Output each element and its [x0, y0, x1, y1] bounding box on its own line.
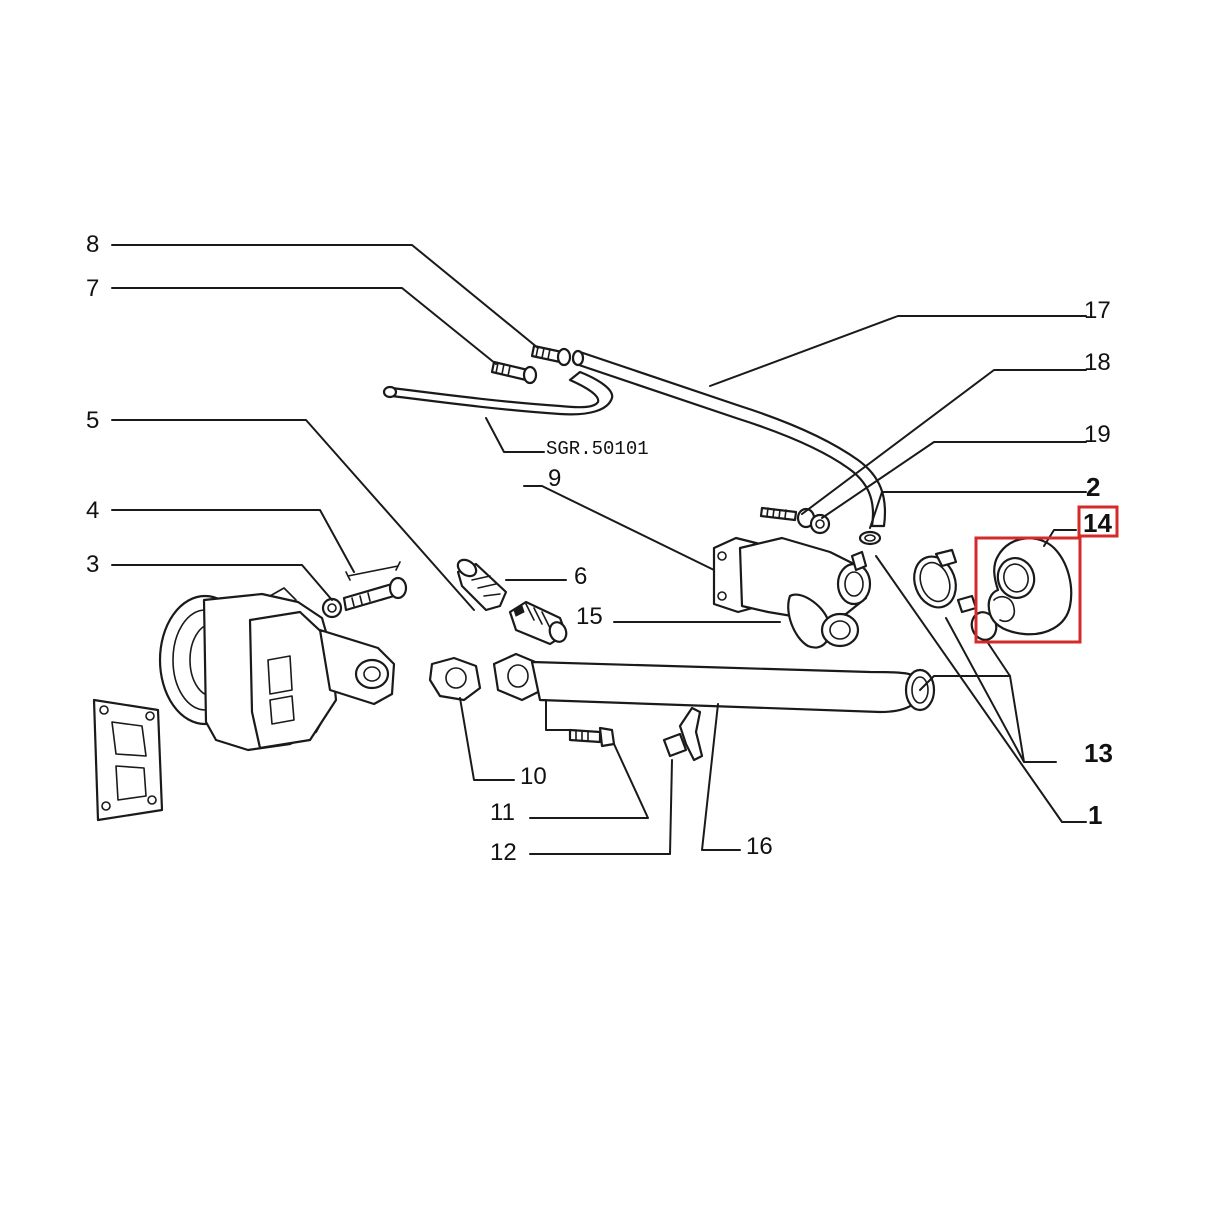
part-2-clip	[858, 530, 882, 546]
callout-13: 13	[1084, 738, 1113, 768]
callout-12: 12	[490, 839, 517, 866]
callout-16: 16	[746, 833, 773, 860]
part-10-gasket	[428, 656, 482, 702]
callout-9: 9	[548, 465, 561, 492]
callout-10: 10	[520, 763, 547, 790]
callout-18: 18	[1084, 349, 1111, 376]
reference-code-label: SGR.50101	[546, 438, 649, 460]
callout-7: 7	[86, 275, 99, 302]
callout-2: 2	[1086, 472, 1100, 502]
small-hose-sgr	[382, 370, 614, 416]
callout-14: 14	[1083, 508, 1112, 538]
part-13-hose-clamp	[913, 548, 958, 609]
part-3-washer	[321, 597, 343, 619]
callout-17: 17	[1084, 297, 1111, 324]
part-6-sensor-boot	[456, 558, 508, 612]
part-9-thermostat-housing	[712, 536, 872, 649]
part-4-bolt	[342, 561, 408, 612]
callout-6: 6	[574, 563, 587, 590]
highlight-part-14	[974, 505, 1119, 644]
callout-4: 4	[86, 497, 99, 524]
part-5-temperature-sender	[508, 600, 568, 646]
part-18-stud	[759, 506, 798, 522]
part-7-bolt	[490, 360, 538, 385]
part-17-hose	[571, 349, 886, 528]
callout-1: 1	[1088, 800, 1102, 830]
part-13-hose-clamp-small	[956, 594, 998, 641]
callout-3: 3	[86, 551, 99, 578]
callout-11: 11	[490, 799, 515, 826]
part-11-bolt	[568, 726, 616, 748]
callout-15: 15	[576, 603, 603, 630]
part-16-water-pipe	[492, 652, 936, 714]
callout-19: 19	[1084, 421, 1111, 448]
water-pump-assembly	[158, 587, 396, 752]
callout-8: 8	[86, 231, 99, 258]
callout-labels: 8 7 5 4 3 9 6 15 10 11 12 16 17 18 19 2 …	[86, 231, 1113, 866]
callout-5: 5	[86, 407, 99, 434]
part-12-bleed-screw	[662, 706, 704, 762]
part-14-elbow-hose	[987, 537, 1073, 636]
leader-lines	[111, 244, 1087, 855]
pump-gasket	[92, 698, 164, 822]
